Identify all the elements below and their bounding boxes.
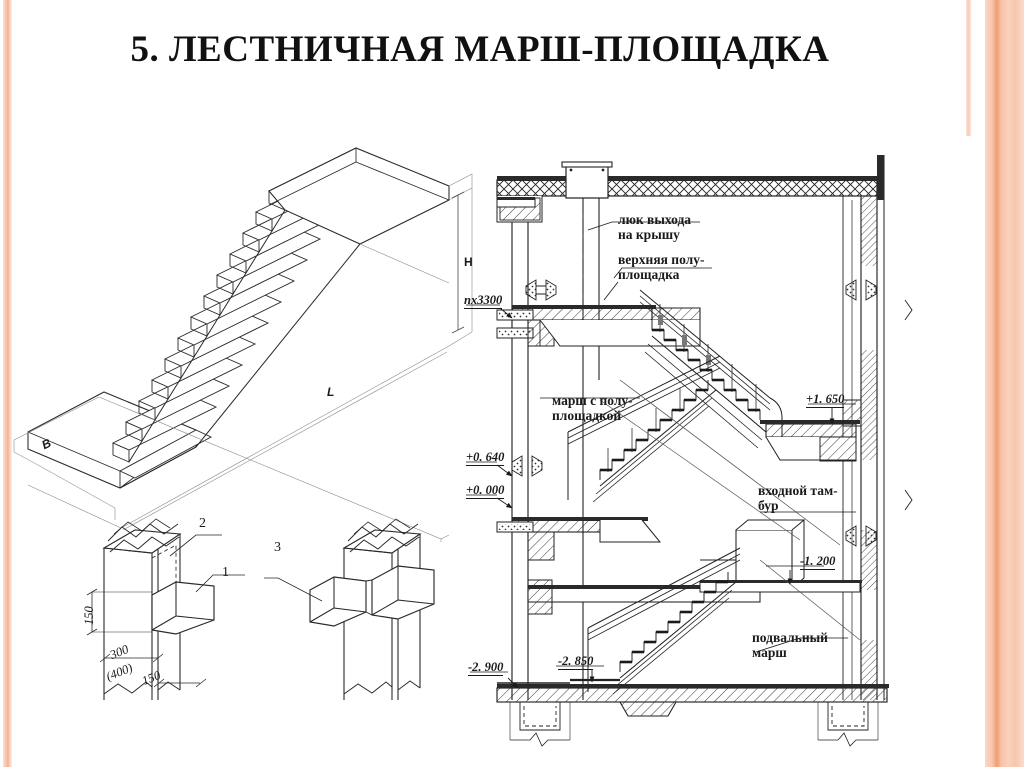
upper-stair-flight [639,289,783,449]
elevation-plus-0000: +0. 000 [466,483,505,499]
annotation-upper-landing: верхняя полу- площадка [618,252,704,282]
building-section [466,155,913,747]
elevation-minus-2900: -2. 900 [468,660,504,676]
mid-stair-flight [567,355,721,503]
annotation-flight-with-landing-line2: площадкой [552,408,622,423]
elevation-plus-0640: +0. 640 [466,450,505,466]
elevation-plus-1650: +1. 650 [806,392,845,408]
detail-drawing-left [86,518,245,700]
right-accent-bar-wide [985,0,1024,767]
detail-callout-1: 1 [222,565,229,580]
annotation-upper-landing-line2: площадка [618,267,680,282]
annotation-flight-with-landing: марш с полу- площадкой [552,393,633,423]
annotation-upper-landing-line1: верхняя полу- [618,252,705,267]
isometric-stair-flight [13,147,473,542]
annotation-basement-flight: подвальный марш [752,630,828,660]
annotation-entry-vestibule-line2: бур [758,498,779,513]
right-accent-bar-thin [966,0,971,136]
left-accent-bar [3,0,12,767]
annotation-basement-flight-line2: марш [752,645,787,660]
basement-stair-flight [587,547,741,695]
elevation-floor-module: nx3300 [464,293,503,309]
elevation-minus-1200: -1. 200 [800,554,836,570]
annotation-roof-hatch-line2: на крышу [618,227,680,242]
iso-height-label: H [464,255,473,269]
annotation-flight-with-landing-line1: марш с полу- [552,393,633,408]
annotation-entry-vestibule: входной там- бур [758,483,838,513]
detail-callout-3: 3 [274,540,281,555]
annotation-basement-flight-line1: подвальный [752,630,828,645]
annotation-roof-hatch-line1: люк выхода [618,212,692,227]
detail-dim-150-vertical: 150 [82,606,96,625]
page-title: 5. ЛЕСТНИЧНАЯ МАРШ-ПЛОЩАДКА [130,29,830,70]
annotation-roof-hatch: люк выхода на крышу [618,212,691,242]
detail-callout-2: 2 [199,516,206,531]
elevation-minus-2850: -2. 850 [558,654,594,670]
detail-drawing-right [264,518,435,700]
iso-length-label: L [327,385,335,399]
annotation-entry-vestibule-line1: входной там- [758,483,838,498]
